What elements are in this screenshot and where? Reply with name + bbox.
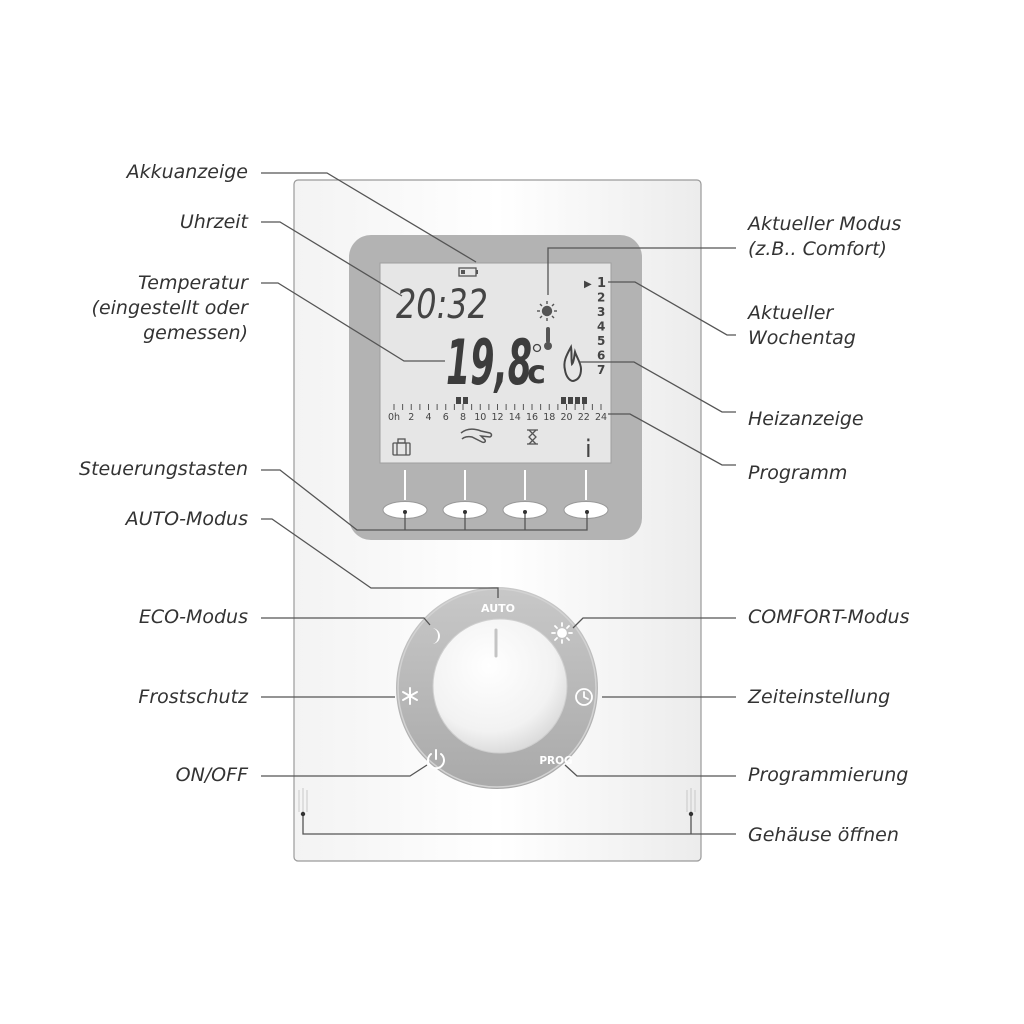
- label-eco-modus: ECO-Modus: [138, 606, 248, 628]
- thermometer-icon: [544, 327, 552, 350]
- label-gehaeuse-oeffnen: Gehäuse öffnen: [748, 824, 899, 846]
- weekday-1: 1: [597, 276, 606, 291]
- hour-label-8: 8: [460, 412, 466, 423]
- hour-label-24: 24: [595, 412, 607, 423]
- hour-label-20: 20: [560, 412, 572, 423]
- suitcase-icon: [392, 438, 411, 456]
- housing-latch-left[interactable]: [298, 788, 308, 814]
- label-comfort-modus: COMFORT-Modus: [748, 606, 910, 628]
- label-auto-modus: AUTO-Modus: [125, 508, 248, 530]
- hour-label-16: 16: [526, 412, 538, 423]
- hour-label-6: 6: [443, 412, 449, 423]
- label-aktueller-modus-line1: Aktueller Modus: [748, 213, 902, 235]
- weekday-2: 2: [597, 291, 605, 305]
- label-programm: Programm: [748, 462, 848, 484]
- label-akkuanzeige: Akkuanzeige: [126, 161, 248, 183]
- label-temperatur-line1: Temperatur: [138, 272, 248, 294]
- weekday-3: 3: [597, 305, 605, 319]
- hour-label-4: 4: [425, 412, 431, 423]
- label-zeiteinstellung: Zeiteinstellung: [748, 686, 891, 708]
- hourglass-icon: [527, 429, 538, 445]
- leader-lines: [261, 172, 736, 835]
- weekday-4: 4: [597, 320, 605, 334]
- snowflake-icon[interactable]: [402, 687, 418, 705]
- button-pointer-lines: [404, 470, 587, 500]
- lcd-time: 20:32: [396, 282, 488, 328]
- degree-symbol: [532, 343, 542, 353]
- label-frostschutz: Frostschutz: [138, 686, 248, 708]
- label-on-off: ON/OFF: [175, 764, 248, 786]
- label-aktueller-wochentag-line1: Aktueller: [748, 302, 834, 324]
- lcd-temperature: 19,8: [446, 326, 532, 399]
- sun-icon: [537, 301, 557, 321]
- battery-icon: [458, 267, 478, 277]
- hour-label-22: 22: [578, 412, 590, 423]
- comfort-sun-icon[interactable]: [551, 622, 573, 644]
- hour-label-18: 18: [543, 412, 555, 423]
- weekday-7: 7: [597, 363, 605, 377]
- info-indicator: i: [585, 435, 592, 463]
- label-steuerungstasten: Steuerungstasten: [79, 458, 248, 480]
- hour-label-14: 14: [509, 412, 521, 423]
- power-icon[interactable]: [427, 749, 445, 770]
- leader-dots: [300, 510, 694, 817]
- hour-label-10: 10: [474, 412, 486, 423]
- clock-icon[interactable]: [575, 688, 593, 706]
- hour-label-2: 2: [408, 412, 414, 423]
- weekday-marker: ▶: [584, 279, 592, 290]
- mode-knob[interactable]: [432, 618, 568, 754]
- label-aktueller-wochentag-line2: Wochentag: [748, 327, 856, 349]
- label-temperatur-line3: gemessen): [143, 322, 248, 344]
- dial-label-auto[interactable]: AUTO: [481, 602, 515, 615]
- dial-label-prog[interactable]: PROG: [539, 755, 572, 767]
- weekday-5: 5: [597, 334, 605, 348]
- hour-label-12: 12: [491, 412, 503, 423]
- housing-latch-right[interactable]: [686, 788, 696, 814]
- lcd-unit: c: [527, 353, 546, 391]
- program-bars: [456, 397, 587, 404]
- hour-label-0h: 0h: [388, 412, 400, 423]
- moon-icon[interactable]: [432, 628, 440, 644]
- label-heizanzeige: Heizanzeige: [748, 408, 864, 430]
- label-uhrzeit: Uhrzeit: [179, 211, 248, 233]
- hand-icon: [460, 428, 493, 444]
- ring-highlight: [397, 588, 597, 788]
- hour-ticks: [393, 404, 602, 410]
- control-button-4[interactable]: [563, 501, 609, 519]
- label-aktueller-modus-line2: (z.B.. Comfort): [748, 238, 887, 260]
- weekday-6: 6: [597, 349, 605, 363]
- flame-icon: [563, 344, 583, 383]
- label-programmierung: Programmierung: [748, 764, 909, 786]
- label-temperatur-line2: (eingestellt oder: [91, 297, 248, 319]
